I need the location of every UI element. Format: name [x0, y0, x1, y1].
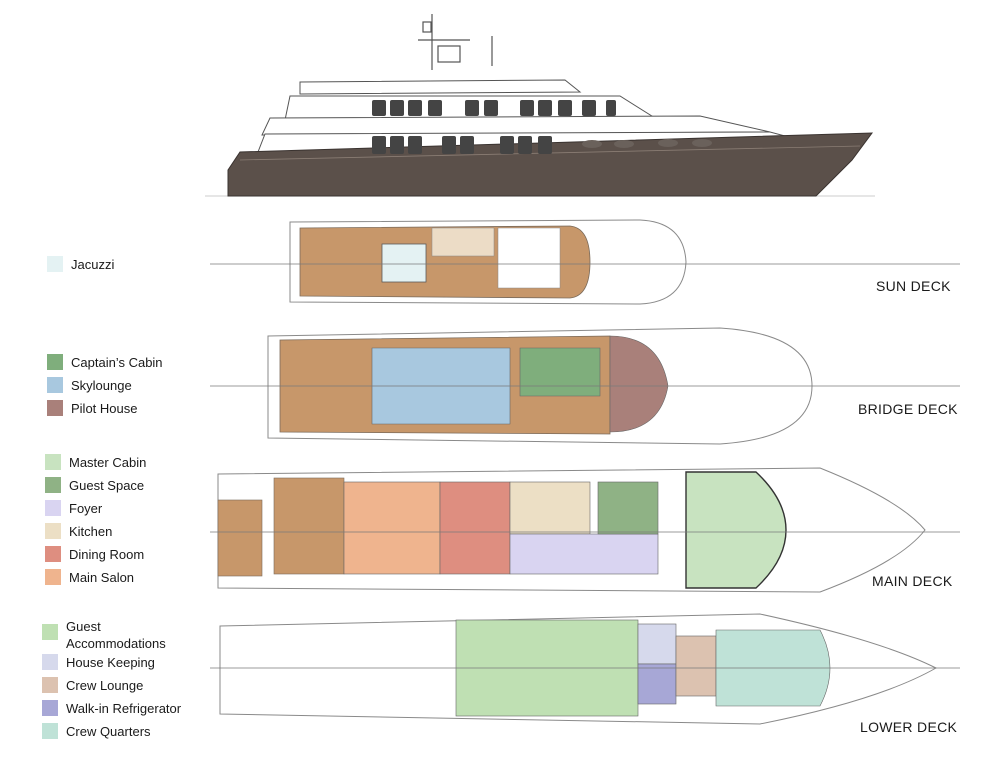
walk-in-refrigerator-zone [637, 663, 677, 705]
legend-label: House Keeping [66, 655, 155, 670]
bridge-deck-plan [210, 327, 960, 445]
legend-item-crew-quarters: Crew Quarters [42, 723, 151, 740]
legend-label: Guest Space [69, 478, 145, 493]
legend-item-pilot-house: Pilot House [47, 400, 137, 417]
foyer-zone [509, 533, 659, 575]
hull [227, 132, 874, 197]
yacht-profile [205, 14, 875, 197]
captains-cabin-zone [519, 347, 601, 397]
legend-label: Kitchen [69, 524, 113, 539]
legend-label: Foyer [69, 501, 103, 516]
legend-item-jacuzzi: Jacuzzi [47, 256, 114, 273]
deck-label-bridge: BRIDGE DECK [858, 401, 958, 417]
legend-swatch [47, 400, 63, 416]
legend-label: Captain’s Cabin [71, 355, 163, 370]
legend-item-crew-lounge: Crew Lounge [42, 677, 143, 694]
legend-item-walk-in-refrigerator: Walk-in Refrigerator [42, 700, 181, 717]
crew-lounge-zone [675, 635, 717, 697]
legend-swatch [45, 546, 61, 562]
legend-label: Pilot House [71, 401, 138, 416]
legend-label: Crew Lounge [66, 678, 144, 693]
legend-item-kitchen: Kitchen [45, 523, 112, 540]
legend-swatch [45, 477, 61, 493]
legend-label: Guest Accommodations [66, 619, 166, 651]
jacuzzi [381, 243, 427, 283]
master-cabin-zone [685, 471, 787, 589]
legend-item-guest-space: Guest Space [45, 477, 144, 494]
legend-swatch [45, 500, 61, 516]
deck-label-sun: SUN DECK [876, 278, 951, 294]
profile-windows [372, 100, 712, 154]
main-salon-zone [343, 481, 441, 575]
lower-deck-plan [210, 613, 960, 725]
legend-swatch [42, 723, 58, 739]
legend-swatch [47, 256, 63, 272]
legend-label: Walk-in Refrigerator [66, 701, 182, 716]
dining-room-zone [439, 481, 511, 575]
legend-item-dining-room: Dining Room [45, 546, 144, 563]
guest-space-zone [597, 481, 659, 535]
legend-item-master-cabin: Master Cabin [45, 454, 146, 471]
legend-swatch [42, 624, 58, 640]
legend-label: Skylounge [71, 378, 132, 393]
legend-label: Crew Quarters [66, 724, 151, 739]
legend-swatch [45, 523, 61, 539]
legend-label: Jacuzzi [71, 257, 115, 272]
legend-item-skylounge: Skylounge [47, 377, 132, 394]
main-deck-plan [210, 467, 960, 593]
flybridge [299, 79, 582, 95]
house-keeping-zone [637, 623, 677, 665]
legend-swatch [42, 677, 58, 693]
sun-deck-plan [210, 219, 960, 305]
deck-label-lower: LOWER DECK [860, 719, 958, 735]
mast [418, 14, 493, 70]
legend-item-house-keeping: House Keeping [42, 654, 155, 671]
legend-label: Master Cabin [69, 455, 147, 470]
deck-label-main: MAIN DECK [872, 573, 953, 589]
legend-swatch [42, 654, 58, 670]
legend-swatch [42, 700, 58, 716]
legend-item-captains-cabin: Captain’s Cabin [47, 354, 163, 371]
legend-label: Dining Room [69, 547, 145, 562]
legend-label: Main Salon [69, 570, 135, 585]
kitchen-zone [509, 481, 591, 535]
legend-swatch [45, 569, 61, 585]
legend-swatch [45, 454, 61, 470]
legend-swatch [47, 377, 63, 393]
legend-item-foyer: Foyer [45, 500, 102, 517]
legend-item-main-salon: Main Salon [45, 569, 134, 586]
legend-swatch [47, 354, 63, 370]
legend-item-guest-accommodations: Guest Accommodations [42, 618, 186, 652]
